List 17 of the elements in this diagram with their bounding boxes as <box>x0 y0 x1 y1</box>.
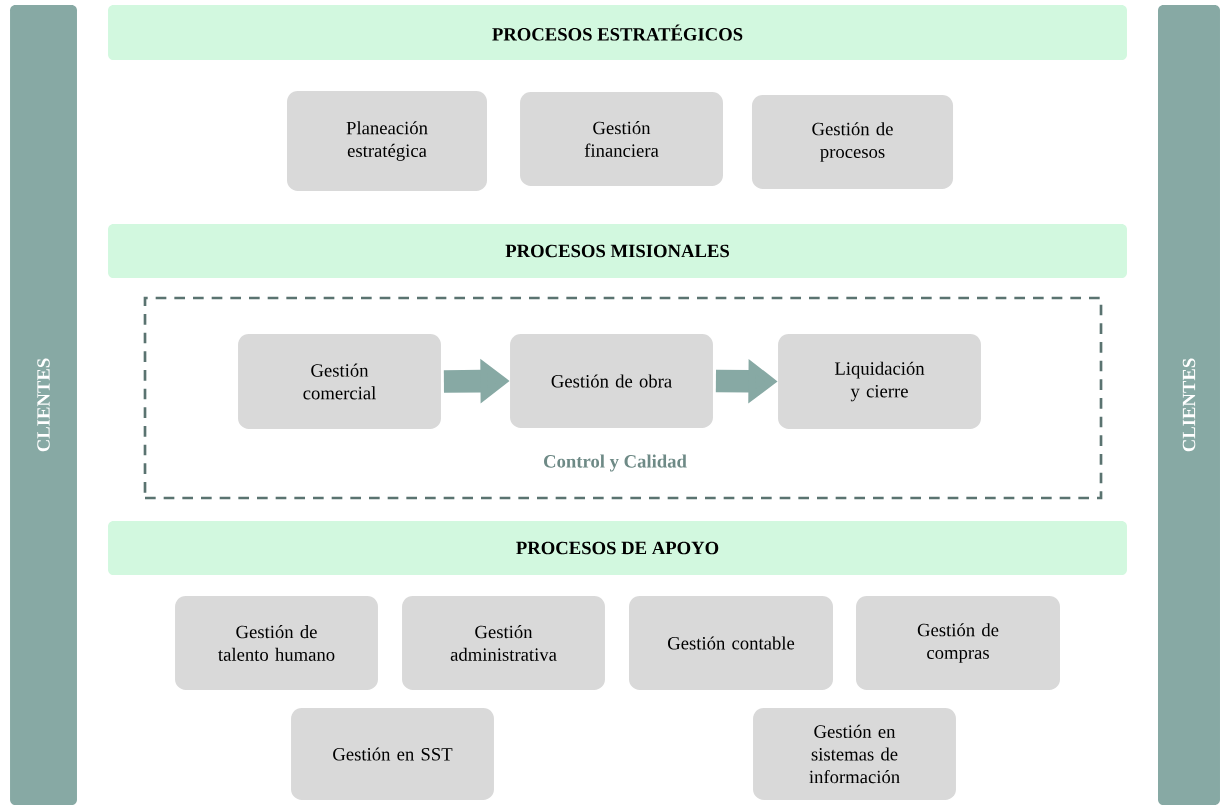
process-box: Planeación estratégica <box>287 91 487 191</box>
process-box: Gestión de obra <box>510 334 713 428</box>
process-box: Gestión de talento humano <box>175 596 378 690</box>
process-box: Gestión financiera <box>520 92 723 186</box>
process-box: Gestión de compras <box>856 596 1060 690</box>
process-box: Gestión en SST <box>291 708 494 800</box>
process-box: Gestión administrativa <box>402 596 605 690</box>
process-box: Gestión contable <box>629 596 833 690</box>
side-bar: CLIENTES <box>1158 5 1220 805</box>
process-box: Liquidación y cierre <box>778 334 981 429</box>
process-box: Gestión comercial <box>238 334 441 429</box>
side-bar: CLIENTES <box>10 5 77 805</box>
process-box: Gestión de procesos <box>752 95 954 189</box>
process-box: Gestión en sistemas de información <box>753 708 956 800</box>
section-band: PROCESOS MISIONALES <box>108 224 1127 278</box>
section-band: PROCESOS ESTRATÉGICOS <box>108 5 1127 60</box>
section-band: PROCESOS DE APOYO <box>108 521 1127 575</box>
